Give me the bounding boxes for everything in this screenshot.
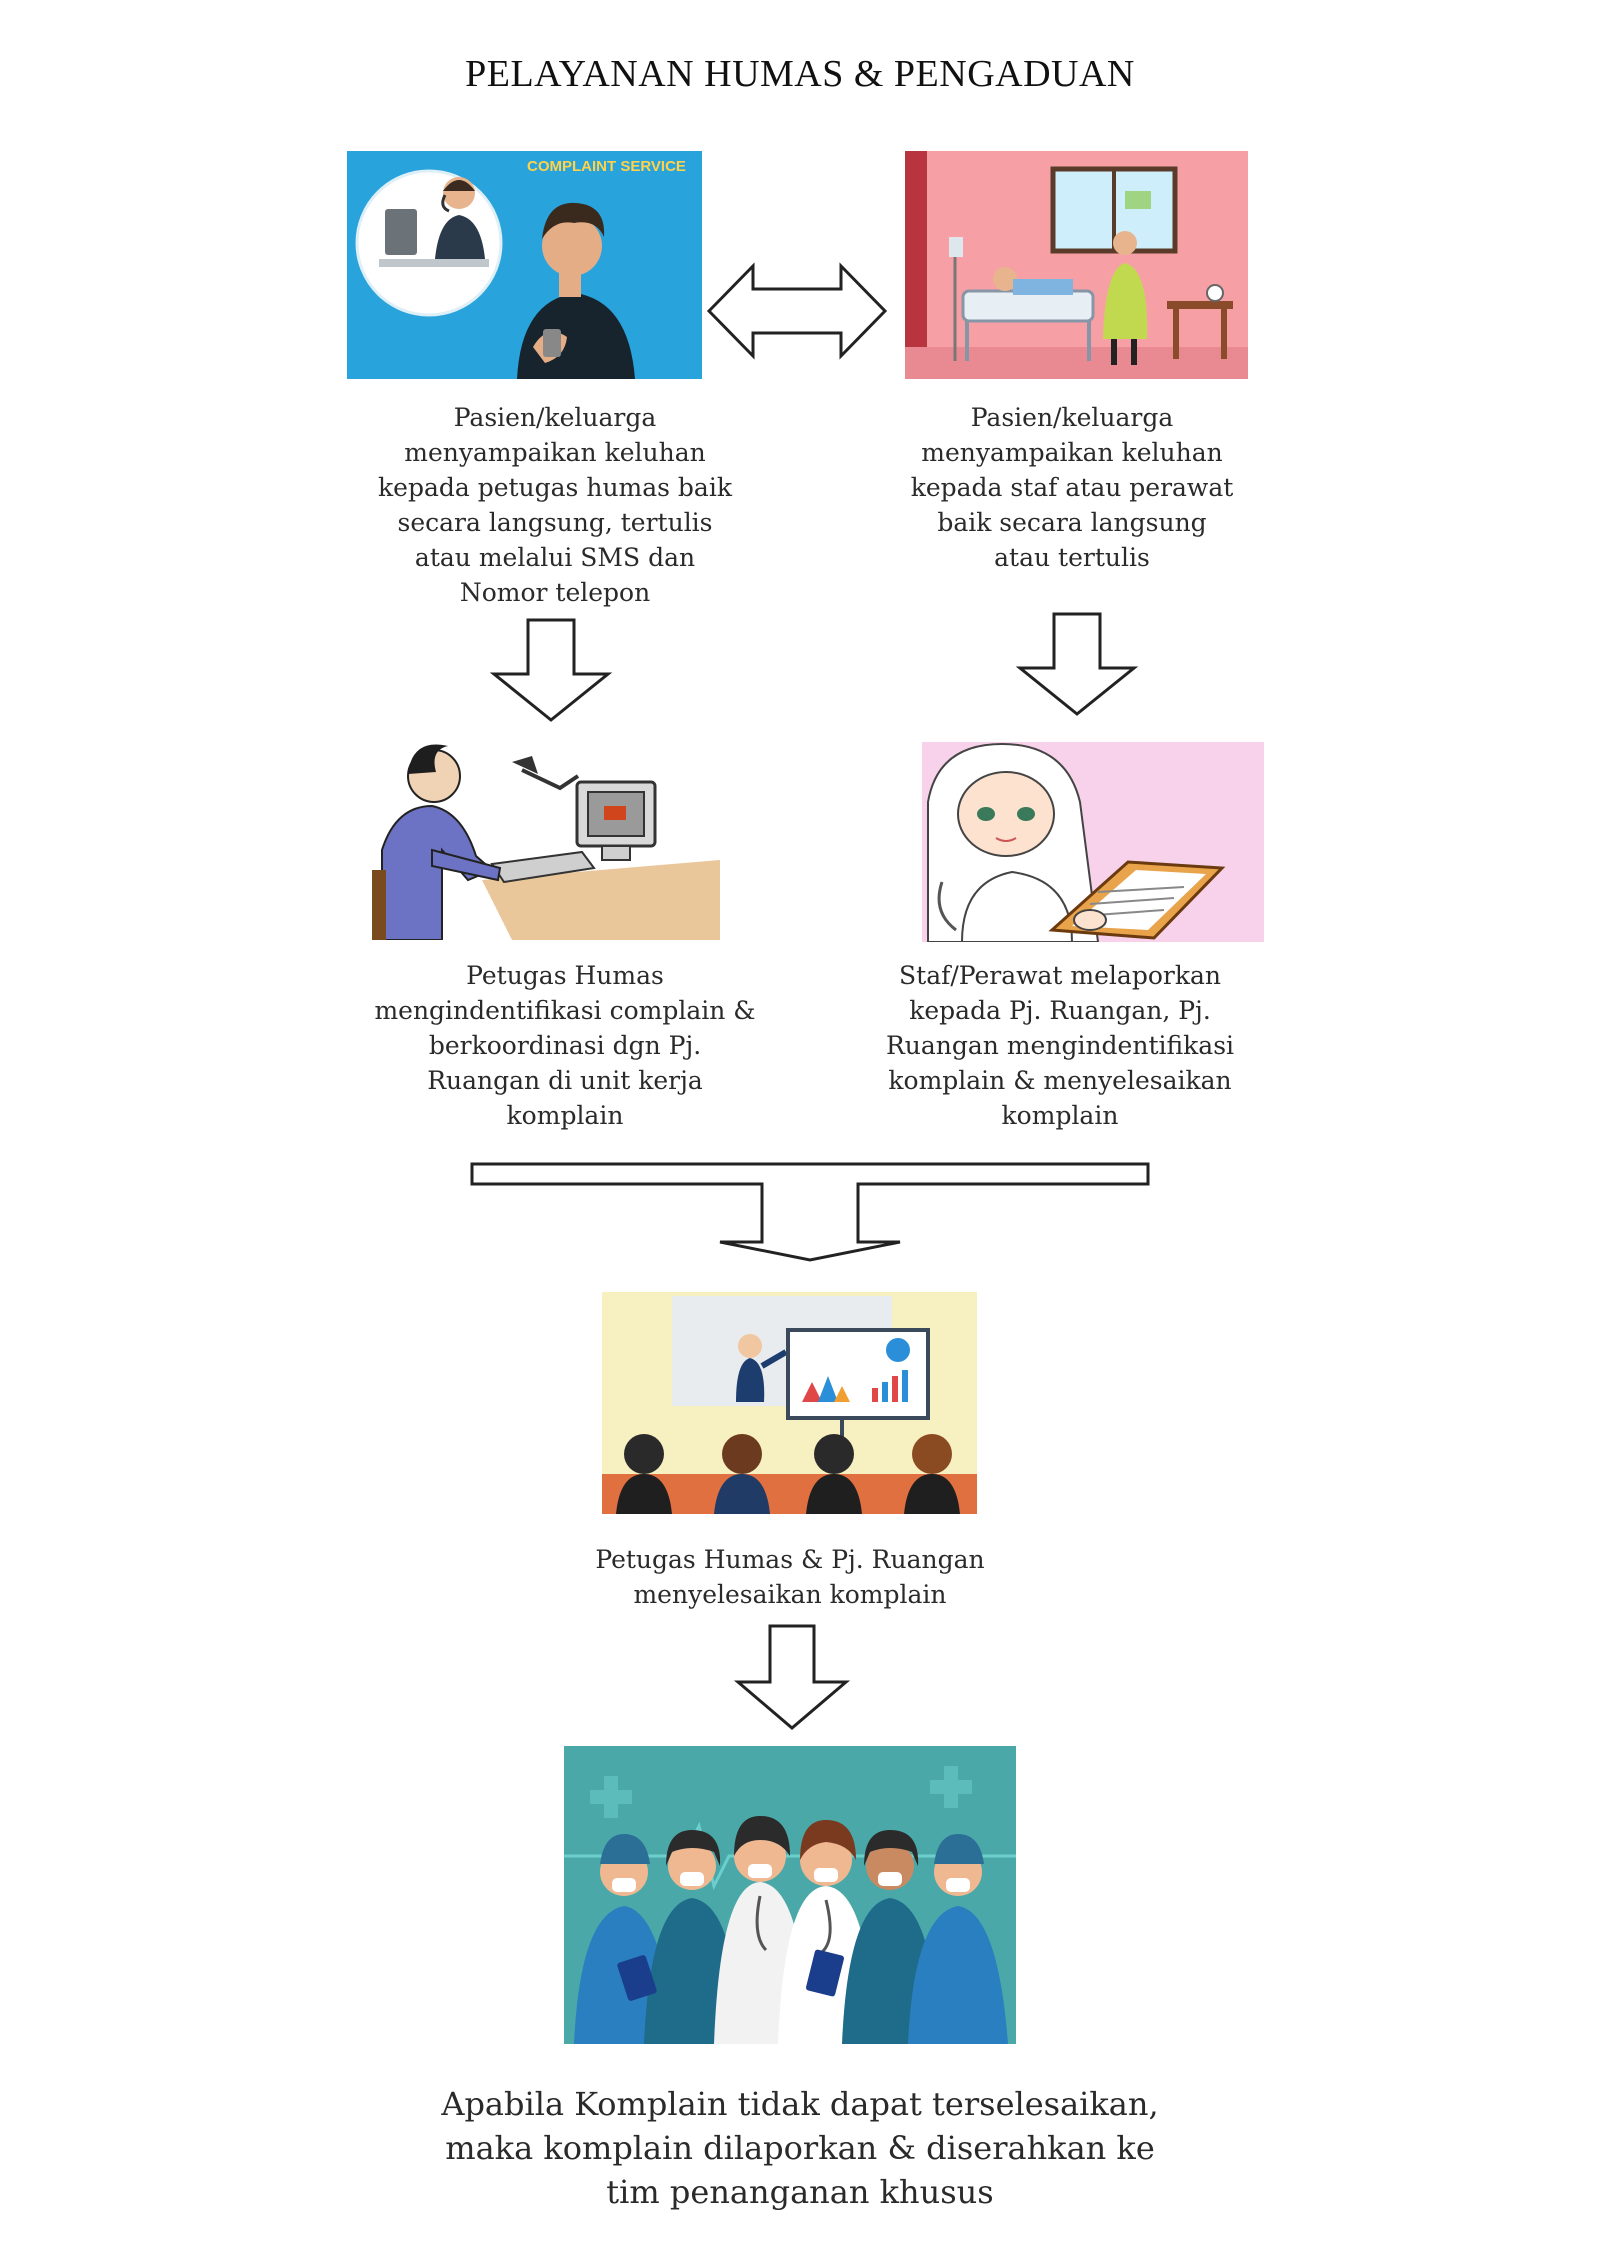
page-title: PELAYANAN HUMAS & PENGADUAN [465,53,1135,95]
caption-line: kepada Pj. Ruangan, Pj. [909,996,1211,1025]
caption-line: tim penanganan khusus [606,2173,994,2211]
down-arrow-icon [1015,612,1139,716]
caption-line: komplain & menyelesaikan [888,1066,1232,1095]
caption-line: kepada staf atau perawat [910,473,1234,502]
caption-line: Pasien/keluarga [453,403,657,432]
down-arrow-icon [489,618,613,722]
step2-right-caption: Staf/Perawat melaporkan kepada Pj. Ruang… [850,958,1270,1133]
caption-line: Nomor telepon [459,578,651,607]
caption-line: mengindentifikasi complain & [374,996,756,1025]
caption-line: menyampaikan keluhan [921,438,1223,467]
complaint-service-label: COMPLAINT SERVICE [527,158,686,175]
caption-line: Ruangan di unit kerja [427,1066,703,1095]
caption-line: maka komplain dilaporkan & diserahkan ke [445,2129,1155,2167]
caption-line: Staf/Perawat melaporkan [899,961,1221,990]
caption-line: kepada petugas humas baik [378,473,732,502]
double-arrow-icon [706,262,888,360]
caption-line: Apabila Komplain tidak dapat terselesaik… [441,2085,1159,2123]
caption-line: atau melalui SMS dan [414,543,696,572]
caption-line: Petugas Humas [466,961,664,990]
caption-line: menyelesaikan komplain [633,1580,947,1609]
complaint-service-image: COMPLAINT SERVICE [347,151,702,379]
caption-line: berkoordinasi dgn Pj. [428,1031,702,1060]
caption-line: komplain [1001,1101,1119,1130]
caption-line: secara langsung, tertulis [397,508,713,537]
caption-line: menyampaikan keluhan [404,438,706,467]
caption-line: Ruangan mengindentifikasi [885,1031,1235,1060]
caption-line: baik secara langsung [937,508,1207,537]
final-caption: Apabila Komplain tidak dapat terselesaik… [380,2082,1220,2214]
meeting-image [602,1292,977,1514]
down-arrow-icon [733,1624,851,1730]
merge-arrow-icon [470,1162,1150,1262]
humas-officer-image [372,730,720,940]
medical-team-image [564,1746,1016,2044]
caption-line: komplain [506,1101,624,1130]
caption-line: atau tertulis [994,543,1150,572]
caption-line: Petugas Humas & Pj. Ruangan [595,1545,985,1574]
step1-left-caption: Pasien/keluarga menyampaikan keluhan kep… [345,400,765,610]
caption-line: Pasien/keluarga [970,403,1174,432]
step2-left-caption: Petugas Humas mengindentifikasi complain… [345,958,785,1133]
step1-right-caption: Pasien/keluarga menyampaikan keluhan kep… [872,400,1272,575]
patient-room-image [905,151,1248,379]
nurse-report-image [922,742,1264,942]
step3-caption: Petugas Humas & Pj. Ruangan menyelesaika… [540,1542,1040,1612]
